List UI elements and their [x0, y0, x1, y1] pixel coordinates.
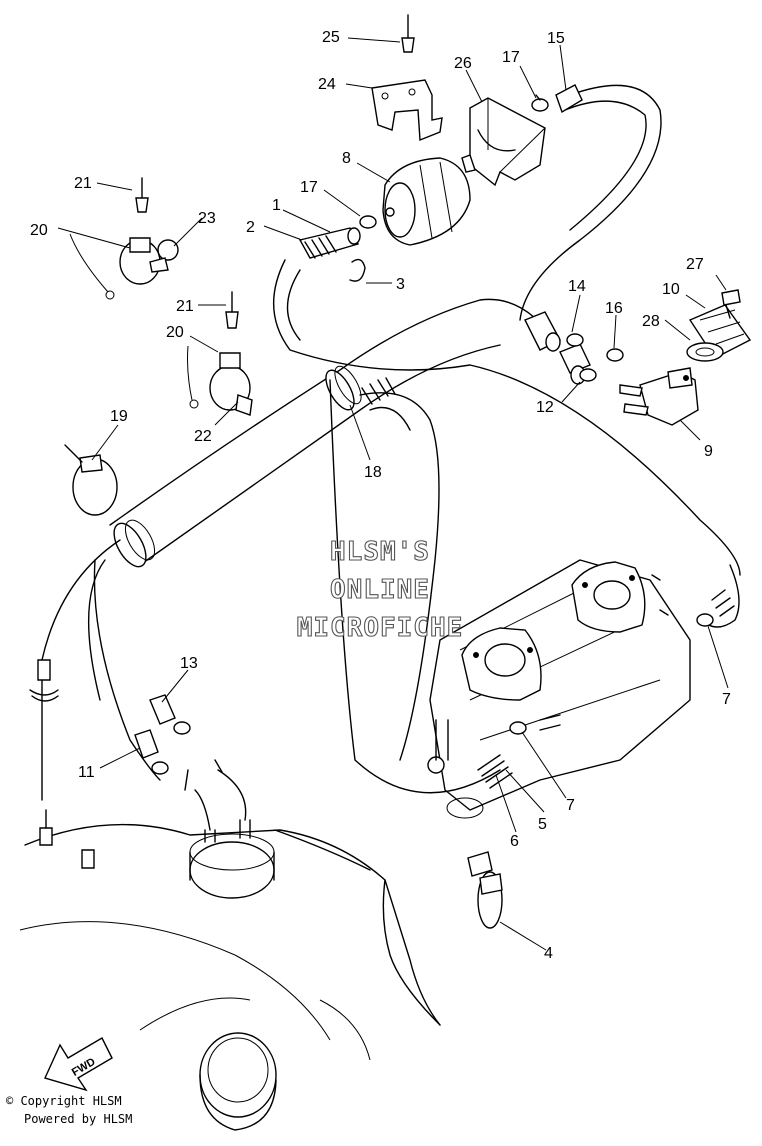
screw-27 [721, 289, 741, 319]
callout-21-top: 21 [74, 175, 92, 192]
main-vent-hose [41, 298, 536, 781]
fwd-arrow: FWD [44, 1037, 113, 1092]
callout-5: 5 [538, 816, 547, 833]
callout-22: 22 [194, 428, 212, 445]
callout-1: 1 [272, 197, 281, 214]
callout-4: 4 [544, 945, 553, 962]
hose-15 [555, 84, 583, 114]
clip-4 [467, 851, 503, 929]
powered-by-text: Powered by HLSM [24, 1112, 132, 1126]
band-19 [64, 444, 118, 516]
bracket-24 [371, 79, 443, 142]
clamps-14-16 [566, 333, 624, 382]
callout-14: 14 [568, 278, 586, 295]
hose-clamp-17-mid [359, 215, 377, 229]
callout-16: 16 [605, 300, 623, 317]
fuel-cock-9 [619, 367, 699, 426]
clamp-assembly-20-23 [105, 237, 179, 300]
callout-20-top: 20 [30, 222, 48, 239]
fuel-pickup-assembly [184, 759, 275, 899]
callout-18: 18 [364, 464, 382, 481]
carburetor-assembly [427, 559, 691, 819]
hose-stubs-11-13 [134, 694, 191, 775]
clip-3 [349, 258, 366, 282]
callout-25: 25 [322, 29, 340, 46]
callout-24: 24 [318, 76, 336, 93]
callout-21-mid: 21 [176, 298, 194, 315]
hose-1-2 [298, 227, 361, 259]
filter-holder-26 [469, 97, 546, 187]
screw-21-mid [225, 291, 239, 329]
clamp-assembly-20-22 [189, 352, 253, 416]
carb-bottom-hose [477, 721, 527, 789]
washer-28 [686, 342, 724, 362]
footer: © Copyright HLSM Powered by HLSM [6, 1094, 132, 1126]
callout-11: 11 [78, 764, 95, 781]
carb-feed-hose [359, 377, 440, 761]
callout-13: 13 [180, 655, 198, 672]
rivet-25 [401, 14, 415, 53]
callout-3: 3 [396, 276, 405, 293]
leader-lines [57, 37, 729, 951]
hose-stubs-14 [524, 311, 591, 385]
callout-9: 9 [704, 443, 713, 460]
callout-labels: 25 24 26 17 15 8 17 1 2 3 21 23 20 21 20… [30, 29, 731, 962]
callout-19: 19 [110, 408, 128, 425]
callout-26: 26 [454, 55, 472, 72]
return-hose [272, 84, 741, 794]
copyright-text: © Copyright HLSM [6, 1094, 122, 1108]
watermark-line-1: HLSM'S [330, 537, 430, 567]
callout-23: 23 [198, 210, 216, 227]
fuel-filter-8 [382, 154, 476, 246]
watermark: HLSM'S ONLINE MICROFICHE [296, 536, 464, 643]
callout-27: 27 [686, 256, 704, 273]
vent-fittings [29, 659, 95, 869]
callout-2: 2 [246, 219, 255, 236]
callout-15: 15 [547, 30, 565, 47]
callout-20-mid: 20 [166, 324, 184, 341]
watermark-line-2: ONLINE [330, 575, 430, 605]
callout-17-mid: 17 [300, 179, 318, 196]
callout-12: 12 [536, 399, 554, 416]
carb-right-clamp [696, 589, 735, 627]
callout-10: 10 [662, 281, 680, 298]
callout-7-right: 7 [722, 691, 731, 708]
callout-17-top: 17 [502, 49, 520, 66]
callout-7-bottom: 7 [566, 797, 575, 814]
callout-8: 8 [342, 150, 351, 167]
watermark-line-3: MICROFICHE [297, 613, 464, 643]
fuel-tank [19, 823, 441, 1131]
callout-28: 28 [642, 313, 660, 330]
hose-clamp-17-top [531, 94, 549, 112]
callout-6: 6 [510, 833, 519, 850]
screw-21-top [135, 177, 149, 213]
